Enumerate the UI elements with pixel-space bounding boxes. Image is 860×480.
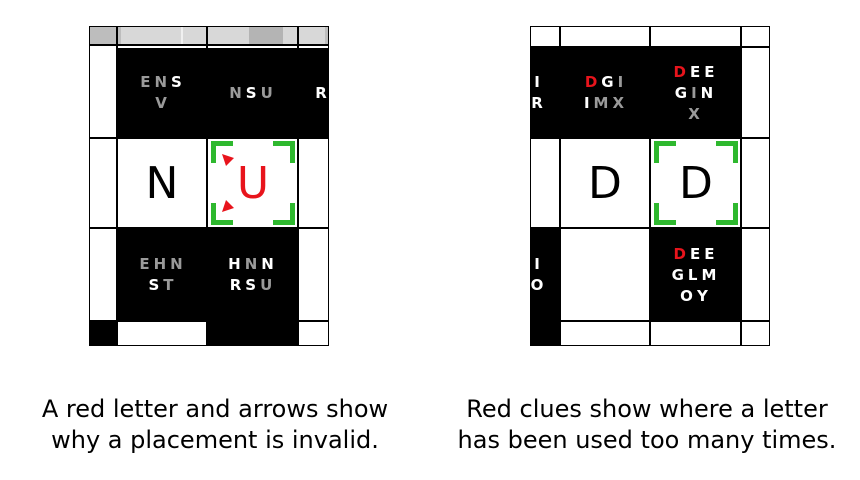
clue-block-bottom	[117, 229, 299, 321]
clue-group: NSU	[229, 84, 277, 102]
clue-block-footer	[207, 321, 299, 346]
clue-group: DEE GIN X	[673, 63, 719, 123]
clue-block-corner	[89, 321, 117, 346]
grid-cell-selected[interactable]: D	[679, 158, 713, 209]
conflict-arrow-icon	[222, 200, 234, 212]
clue-block-left	[530, 229, 560, 346]
selection-frame	[209, 139, 297, 227]
caption-right: Red clues show where a letter has been u…	[457, 395, 837, 454]
clue-group: DEE GLM OY	[671, 245, 721, 305]
conflict-arrow-icon	[222, 154, 234, 166]
puzzle-board-left: ENS V NSU R EHN ST HNN RSU N U	[89, 26, 329, 346]
clue-group: I O	[530, 255, 548, 294]
clue-block-bottom	[650, 229, 742, 321]
caption-left: A red letter and arrows show why a place…	[41, 395, 389, 454]
clue-group: ENS V	[140, 73, 186, 112]
clue-group: R	[315, 84, 329, 102]
grid-cell-placed[interactable]: N	[145, 158, 179, 209]
grid-cell-selected[interactable]: U	[236, 158, 270, 209]
clue-group: DGI IMX	[583, 73, 629, 112]
clue-group: HNN RSU	[228, 255, 278, 294]
header-scrollbar[interactable]	[89, 26, 329, 44]
grid-cell-placed[interactable]: D	[588, 158, 622, 209]
clue-group: EHN ST	[139, 255, 187, 294]
clue-block-top	[117, 48, 329, 138]
clue-group: I R	[531, 73, 547, 112]
puzzle-board-right: I R DGI IMX DEE GIN X I O DEE GLM OY D D	[530, 26, 770, 346]
selection-frame	[652, 139, 740, 227]
clue-block-top	[530, 48, 742, 138]
